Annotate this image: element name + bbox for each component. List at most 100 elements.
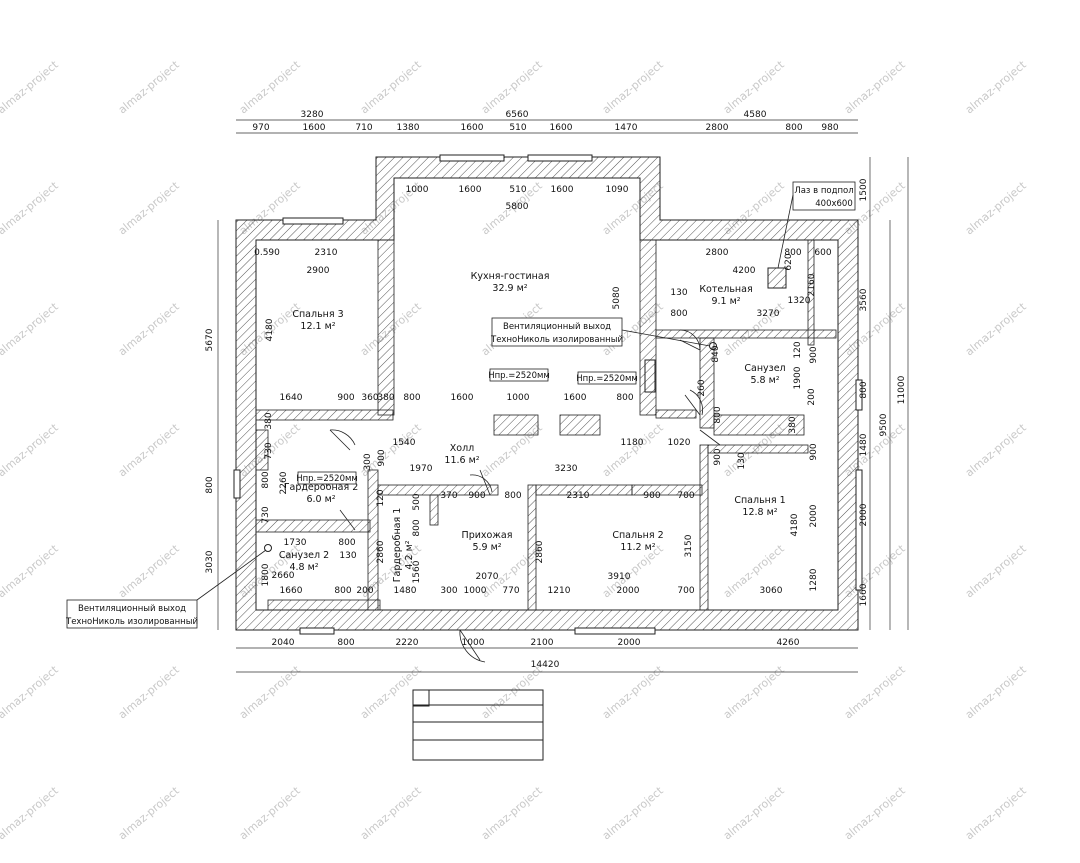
watermark-text: almaz-project bbox=[963, 663, 1029, 722]
room-area: 4.8 м² bbox=[289, 562, 318, 573]
dimension-label: 2310 bbox=[315, 248, 338, 258]
watermark-text: almaz-project bbox=[0, 663, 61, 722]
room-area: 32.9 м² bbox=[492, 283, 527, 294]
dimension-label: 5800 bbox=[506, 202, 529, 212]
ceiling-height-note: Нпр.=2520мм bbox=[576, 374, 638, 384]
room-area: 12.1 м² bbox=[300, 321, 335, 332]
interior-walls bbox=[255, 239, 837, 611]
watermark-text: almaz-project bbox=[600, 663, 666, 722]
dimension-label: 800 bbox=[785, 123, 802, 133]
dimension-label: 4200 bbox=[733, 266, 756, 276]
room-area: 4.2 м² bbox=[404, 540, 415, 569]
dimension-label: 800 bbox=[403, 393, 420, 403]
watermark-text: almaz-project bbox=[842, 663, 908, 722]
dimension-label: 1600 bbox=[550, 123, 573, 133]
dimension-label: 1180 bbox=[621, 438, 644, 448]
dimension-label: 2000 bbox=[618, 638, 641, 648]
dimension-label: 2160 bbox=[807, 273, 817, 296]
dimension-label: 500 bbox=[412, 493, 422, 510]
dimension-label: 4580 bbox=[744, 110, 767, 120]
doors bbox=[329, 329, 721, 663]
boiler-unit bbox=[644, 359, 656, 393]
dimension-label: 3560 bbox=[859, 288, 869, 311]
dimension-label: 3230 bbox=[555, 464, 578, 474]
dimension-label: 710 bbox=[355, 123, 372, 133]
dimension-label: 800 bbox=[859, 381, 869, 398]
dimension-label: 130 bbox=[737, 452, 747, 469]
windows bbox=[233, 154, 863, 635]
watermark-text: almaz-project bbox=[358, 58, 424, 117]
dimension-label: 2310 bbox=[567, 491, 590, 501]
dimension-label: 3270 bbox=[757, 309, 780, 319]
dimension-label: 1000 bbox=[464, 586, 487, 596]
dimension-label: 370 bbox=[440, 491, 457, 501]
watermark-text: almaz-project bbox=[237, 663, 303, 722]
dimension-label: 840 bbox=[711, 345, 721, 362]
dimension-label: 0.590 bbox=[254, 248, 280, 258]
dimension-label: 3910 bbox=[608, 572, 631, 582]
dimension-label: 1000 bbox=[406, 185, 429, 195]
dimension-label: 2800 bbox=[706, 123, 729, 133]
dimension-label: 3150 bbox=[684, 534, 694, 557]
watermark-text: almaz-project bbox=[963, 421, 1029, 480]
watermark-text: almaz-project bbox=[721, 58, 787, 117]
dimension-label: 1000 bbox=[507, 393, 530, 403]
dimension-lines bbox=[217, 119, 909, 673]
dimension-label: 900 bbox=[809, 346, 819, 363]
dimension-label: 730 bbox=[261, 506, 271, 523]
dimension-label: 200 bbox=[356, 586, 373, 596]
dimension-label: 800 bbox=[784, 248, 801, 258]
room-name: Котельная bbox=[699, 284, 752, 295]
entrance-stairs bbox=[412, 689, 544, 761]
dimension-label: 380 bbox=[788, 416, 798, 433]
dimension-label: 730 bbox=[264, 442, 274, 459]
dimension-label: 800 bbox=[338, 538, 355, 548]
dimension-label: 1600 bbox=[461, 123, 484, 133]
room-name: Спальня 2 bbox=[612, 530, 663, 541]
dimension-label: 1600 bbox=[303, 123, 326, 133]
vent-note-box bbox=[66, 599, 198, 629]
watermark-text: almaz-project bbox=[116, 421, 182, 480]
watermark-text: almaz-project bbox=[842, 784, 908, 843]
dimension-label: 770 bbox=[502, 586, 519, 596]
dimension-label: 2040 bbox=[272, 638, 295, 648]
ceiling-height-note: Нпр.=2520мм bbox=[296, 474, 358, 484]
dimension-label: 1280 bbox=[809, 568, 819, 591]
room-name: Санузел bbox=[744, 363, 785, 374]
dimension-label: 300 bbox=[440, 586, 457, 596]
dimension-label: 14420 bbox=[531, 660, 560, 670]
dimension-label: 360 bbox=[361, 393, 378, 403]
dimension-label: 2860 bbox=[376, 540, 386, 563]
dimension-label: 120 bbox=[376, 489, 386, 506]
watermark-text: almaz-project bbox=[0, 300, 61, 359]
vent-note-box bbox=[491, 317, 623, 347]
vent-note-line-1: Вентиляционный выход bbox=[503, 322, 611, 332]
dimension-label: 2000 bbox=[859, 503, 869, 526]
dimension-label: 4180 bbox=[265, 318, 275, 341]
hpr-note-box bbox=[297, 471, 357, 485]
hatch-note-line-1: Лаз в подпол bbox=[794, 186, 853, 196]
dimension-label: 1600 bbox=[564, 393, 587, 403]
dimension-label: 800 bbox=[616, 393, 633, 403]
watermark-text: almaz-project bbox=[0, 179, 61, 238]
dimension-label: 1020 bbox=[668, 438, 691, 448]
dimension-label: 1380 bbox=[397, 123, 420, 133]
room-name: Спальня 1 bbox=[734, 495, 785, 506]
dimension-label: 9500 bbox=[879, 413, 889, 436]
dimension-label: 1480 bbox=[859, 433, 869, 456]
dimension-label: 1800 bbox=[261, 563, 271, 586]
dimension-label: 900 bbox=[809, 443, 819, 460]
dimension-label: 800 bbox=[713, 406, 723, 423]
dimension-label: 1600 bbox=[451, 393, 474, 403]
dimension-label: 5080 bbox=[612, 286, 622, 309]
watermark-text: almaz-project bbox=[963, 542, 1029, 601]
vent-note-line-2: ТехноНиколь изолированный bbox=[65, 617, 198, 627]
dimension-label: 2660 bbox=[272, 571, 295, 581]
dimension-label: 1970 bbox=[410, 464, 433, 474]
dimension-label: 800 bbox=[670, 309, 687, 319]
dimension-label: 1500 bbox=[859, 178, 869, 201]
dimension-label: 300 bbox=[363, 453, 373, 470]
room-area: 12.8 м² bbox=[742, 507, 777, 518]
watermark-text: almaz-project bbox=[842, 58, 908, 117]
